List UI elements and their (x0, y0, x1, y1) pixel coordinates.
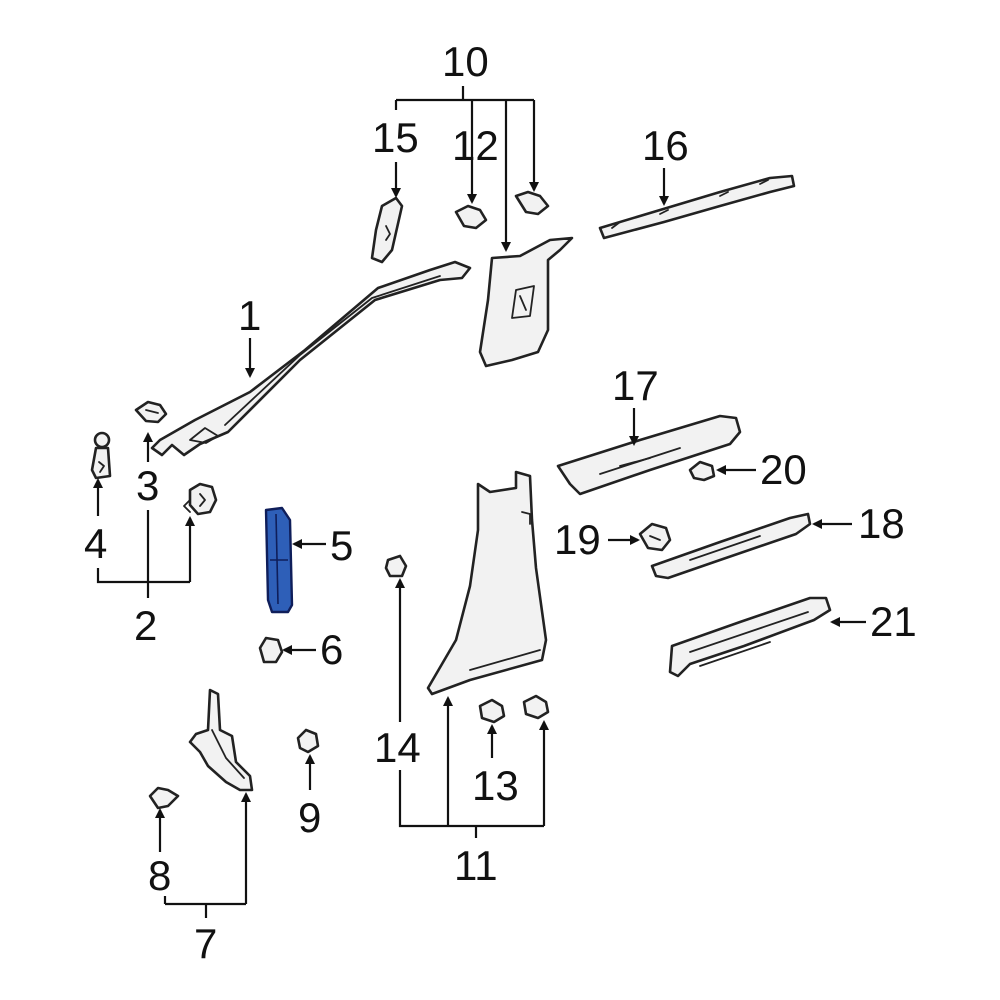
part-15-plate[interactable] (370, 196, 404, 264)
part-9-clip[interactable] (296, 728, 320, 754)
callout-9[interactable]: 9 (298, 794, 321, 841)
part-3-clip[interactable] (134, 400, 168, 424)
callout-3[interactable]: 3 (136, 462, 159, 509)
callout-1[interactable]: 1 (238, 292, 261, 339)
callout-14[interactable]: 14 (374, 724, 421, 771)
callout-21[interactable]: 21 (870, 598, 917, 645)
callout-16[interactable]: 16 (642, 122, 689, 169)
part-7-lower-trim[interactable] (188, 688, 254, 792)
callout-20[interactable]: 20 (760, 446, 807, 493)
leader-lines (93, 86, 866, 918)
callout-4[interactable]: 4 (84, 520, 107, 567)
part-21-scuff-plate[interactable] (668, 596, 832, 678)
part-5-pillar-weatherstrip[interactable] (264, 506, 294, 614)
callout-2[interactable]: 2 (134, 602, 157, 649)
part-20-clip[interactable] (688, 460, 716, 482)
part-6-clip[interactable] (258, 636, 284, 664)
callout-18[interactable]: 18 (858, 500, 905, 547)
part-4-clip[interactable] (90, 431, 112, 480)
part-19-clip[interactable] (638, 522, 672, 552)
callout-15[interactable]: 15 (372, 114, 419, 161)
callout-8[interactable]: 8 (148, 852, 171, 899)
part-8-clip[interactable] (148, 786, 180, 810)
part-14-clip[interactable] (384, 554, 408, 578)
callout-13[interactable]: 13 (472, 762, 519, 809)
callout-6[interactable]: 6 (320, 626, 343, 673)
part-18-scuff-plate[interactable] (650, 512, 812, 580)
part-10-clip[interactable] (514, 190, 550, 216)
part-11-center-pillar-lower-garnish[interactable] (426, 470, 548, 696)
callout-17[interactable]: 17 (612, 362, 659, 409)
part-2-clip[interactable] (183, 482, 218, 516)
part-16-roof-trim[interactable] (598, 174, 796, 240)
part-17-scuff-plate[interactable] (556, 414, 742, 496)
part-12-clip[interactable] (454, 204, 488, 230)
callout-19[interactable]: 19 (554, 516, 601, 563)
part-13-clip[interactable] (478, 698, 506, 724)
callout-11[interactable]: 11 (454, 842, 498, 889)
callout-12[interactable]: 12 (452, 122, 499, 169)
callout-5[interactable]: 5 (330, 522, 353, 569)
callout-labels: 10 15 12 16 1 17 20 3 4 5 19 18 2 21 6 1… (84, 38, 917, 967)
callout-10[interactable]: 10 (442, 38, 489, 85)
part-1-windshield-pillar-garnish[interactable] (150, 260, 472, 457)
part-11-clip[interactable] (522, 694, 550, 720)
part-10-center-pillar-upper-garnish[interactable] (478, 236, 574, 368)
callout-7[interactable]: 7 (194, 920, 217, 967)
